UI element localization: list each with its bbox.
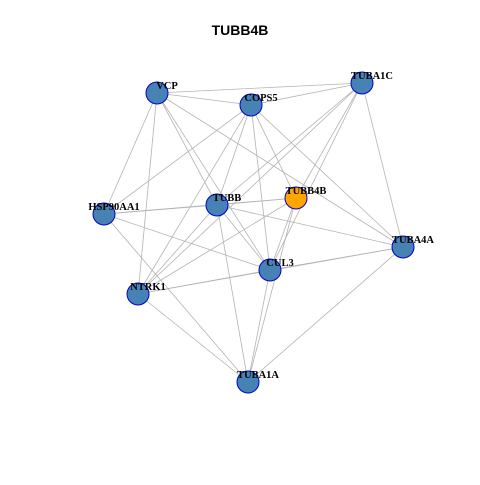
edge-tubb4b-tuba1a [247,197,297,383]
edge-hsp90aa1-tuba1a [103,213,249,383]
edge-vcp-tubb [156,92,218,206]
edge-tuba1c-tubb [216,82,363,206]
node-tubb4b[interactable] [284,186,308,210]
edge-layer [103,82,404,383]
node-tuba1a[interactable] [236,370,260,394]
edge-tubb-cul3 [216,204,271,271]
node-label-tuba4a: TUBA4A [392,235,434,246]
node-tuba4a[interactable] [391,235,415,259]
node-label-cul3: CUL3 [266,258,293,269]
node-label-vcp: VCP [156,81,178,92]
node-cul3[interactable] [258,258,282,282]
node-ntrk1[interactable] [126,282,150,306]
edge-vcp-hsp90aa1 [103,92,158,215]
edge-tubb-tubb4b [216,197,297,206]
edge-tubb-ntrk1 [137,204,218,295]
edge-tubb4b-ntrk1 [137,197,297,295]
edge-tuba1c-tuba4a [361,82,404,248]
edge-cops5-tubb4b [250,104,297,199]
edge-vcp-tuba4a [156,92,404,248]
node-vcp[interactable] [145,81,169,105]
edge-cops5-ntrk1 [137,104,252,295]
edge-hsp90aa1-cul3 [103,213,271,271]
node-hsp90aa1[interactable] [92,202,116,226]
edge-tubb4b-cul3 [269,197,297,271]
edge-tubb-tuba1a [216,204,249,383]
edge-cul3-tuba1a [247,269,271,383]
edge-vcp-cul3 [156,92,271,271]
node-layer [92,71,415,394]
edge-tuba1c-tubb4b [295,82,363,199]
node-cops5[interactable] [239,93,263,117]
edge-cops5-tuba1c [250,82,363,106]
node-label-tuba1a: TUBA1A [237,370,279,381]
edge-ntrk1-tuba1a [137,293,249,383]
label-layer: VCP COPS5 TUBA1C HSP90AA1 TUBB TUBB4B TUBA4A CU… [88,71,434,381]
node-label-ntrk1: NTRK1 [130,282,166,293]
node-label-tuba1c: TUBA1C [351,71,393,82]
node-tubb[interactable] [205,193,229,217]
edge-cops5-tuba4a [250,104,404,248]
edge-tuba1c-ntrk1 [137,82,363,295]
edge-cops5-hsp90aa1 [103,104,252,215]
node-label-tubb: TUBB [213,193,242,204]
node-tuba1c[interactable] [350,71,374,95]
edge-cul3-ntrk1 [137,269,271,295]
edge-cops5-tubb [216,104,252,206]
edge-vcp-ntrk1 [137,92,158,295]
edge-tuba4a-tuba1a [247,246,404,383]
node-label-hsp90aa1: HSP90AA1 [88,202,139,213]
node-label-cops5: COPS5 [244,93,277,104]
edge-tubb-tuba4a [216,204,404,248]
node-label-tubb4b: TUBB4B [286,186,327,197]
edge-vcp-tuba1c [156,82,363,94]
edge-cops5-cul3 [250,104,271,271]
diagram-title: TUBB4B [211,22,269,38]
edge-tuba1c-cul3 [269,82,363,271]
edge-vcp-cops5 [156,92,252,106]
